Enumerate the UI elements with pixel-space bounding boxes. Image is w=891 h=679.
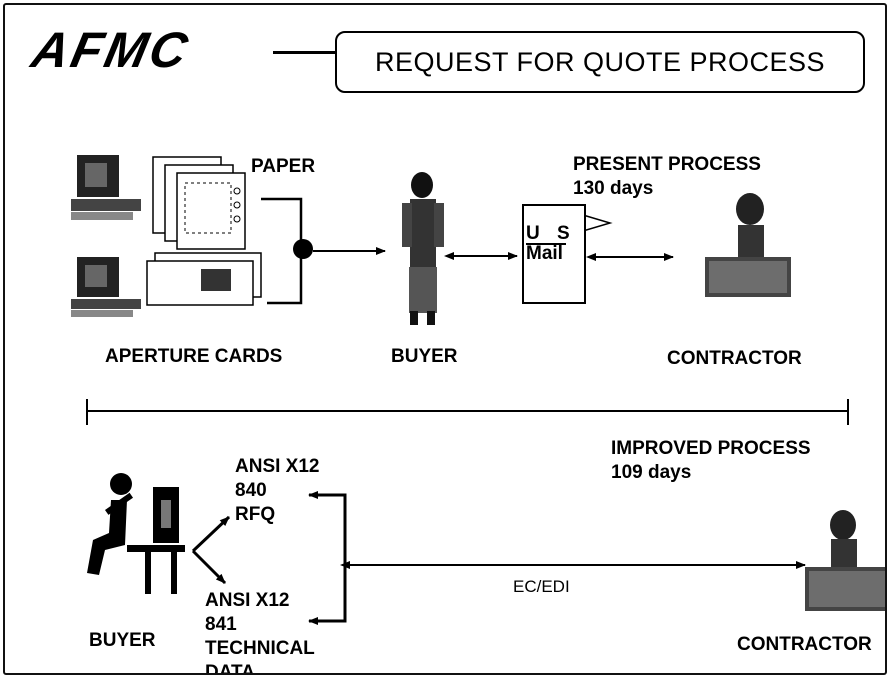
paper-stack-icon — [153, 157, 245, 249]
envelope-flap-icon — [583, 215, 610, 231]
aperture-cards-icon — [147, 253, 261, 305]
buyer-label-top: BUYER — [391, 345, 458, 369]
buyer-standing-icon — [402, 172, 444, 325]
contractor-label-bottom: CONTRACTOR — [737, 633, 872, 657]
contractor-label-top: CONTRACTOR — [667, 347, 802, 371]
tech-line3: TECHNICAL — [205, 637, 315, 661]
mail-line2: Mail — [526, 244, 563, 264]
arrow-to-tech-data — [193, 551, 225, 583]
arrow-to-rfq — [193, 517, 229, 551]
improved-process-duration: 109 days — [611, 461, 691, 485]
present-process-title: PRESENT PROCESS — [573, 153, 761, 177]
contractor-desk-icon-bottom — [805, 510, 887, 611]
us-mail-box: U S Mail — [522, 204, 586, 304]
improved-process-title: IMPROVED PROCESS — [611, 437, 811, 461]
ec-edi-label: EC/EDI — [513, 575, 570, 599]
paper-label: PAPER — [251, 155, 315, 179]
slide-frame: AFMC REQUEST FOR QUOTE PROCESS — [3, 3, 887, 675]
edi-bracket — [311, 495, 345, 621]
computer-icon-bottom — [71, 257, 141, 317]
junction-dot — [293, 239, 313, 259]
tech-line1: ANSI X12 — [205, 589, 289, 613]
aperture-cards-label: APERTURE CARDS — [105, 345, 282, 369]
tech-line4: DATA — [205, 661, 255, 675]
present-process-duration: 130 days — [573, 177, 653, 201]
contractor-desk-icon-top — [705, 193, 791, 297]
rfq-line1: ANSI X12 — [235, 455, 319, 479]
buyer-at-computer-icon — [87, 473, 185, 594]
mail-line1: U S — [526, 224, 576, 244]
rfq-line3: RFQ — [235, 503, 275, 527]
rfq-line2: 840 — [235, 479, 267, 503]
tech-line2: 841 — [205, 613, 237, 637]
diagram-graphics — [5, 5, 887, 675]
buyer-label-bottom: BUYER — [89, 629, 156, 653]
computer-icon-top — [71, 155, 141, 220]
